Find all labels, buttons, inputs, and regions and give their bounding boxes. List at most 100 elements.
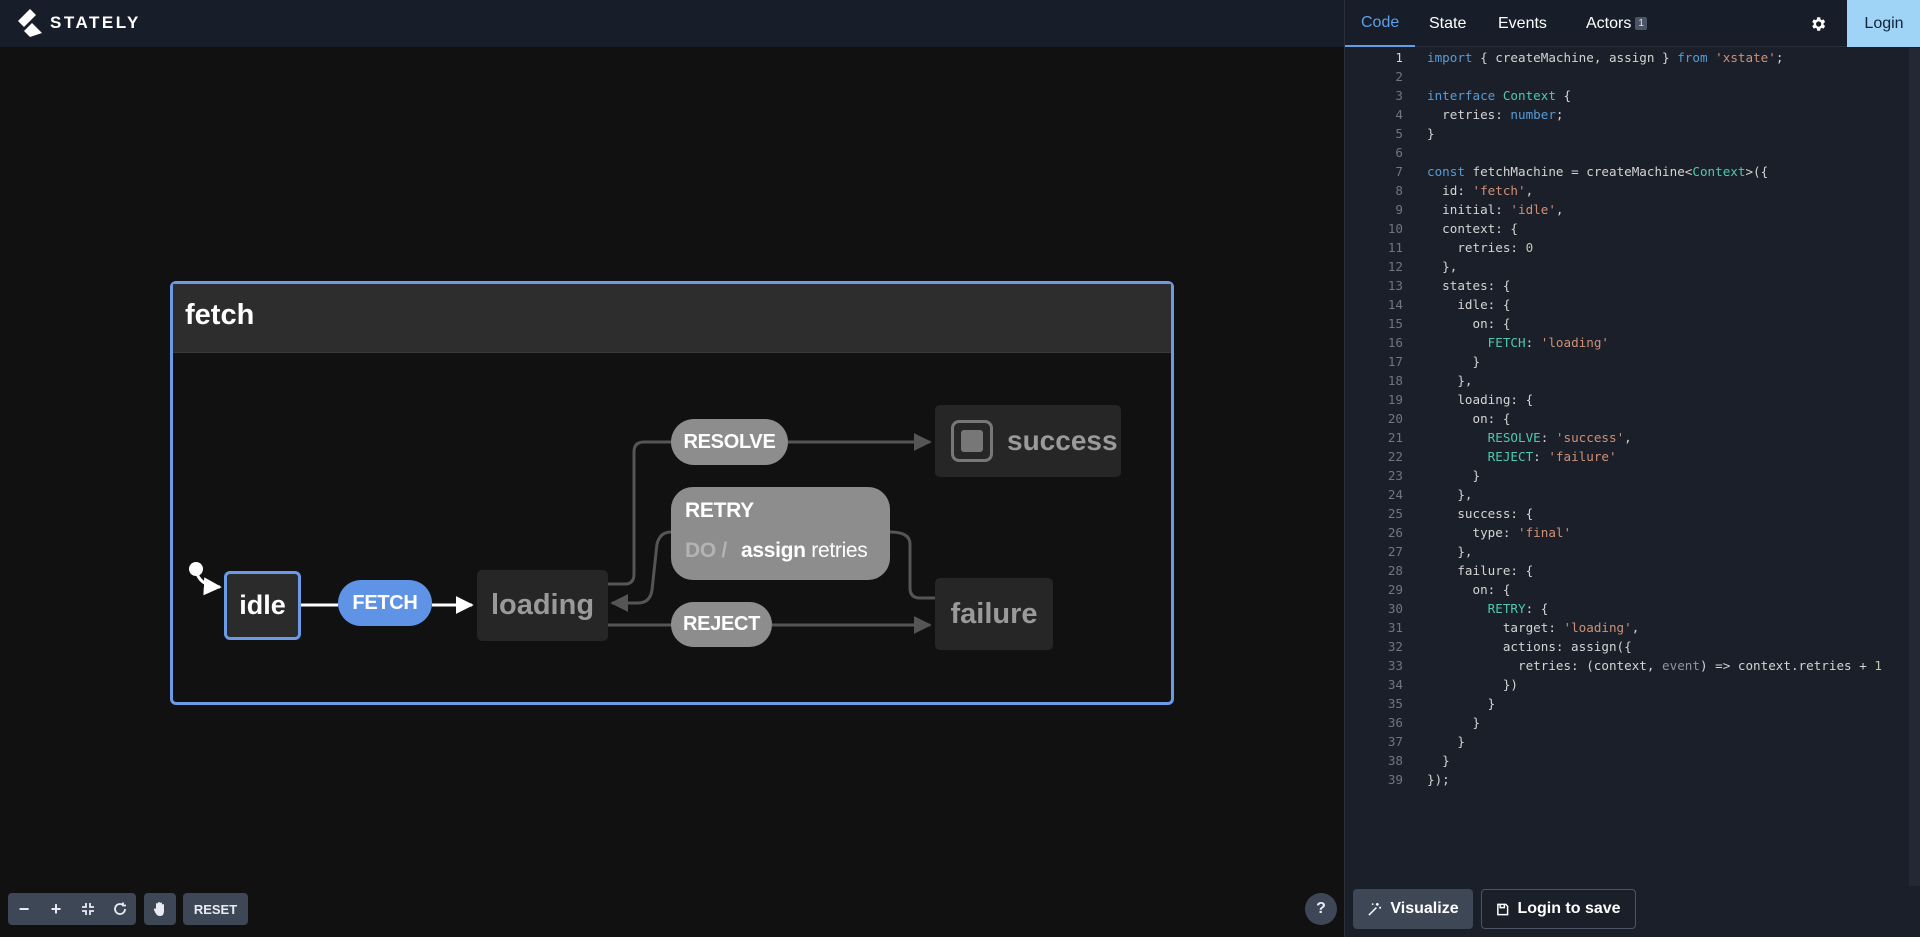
tab-events[interactable]: Events <box>1498 14 1547 32</box>
line-number: 14 <box>1387 297 1403 312</box>
code-line[interactable]: 16 FETCH: 'loading' <box>1345 333 1920 352</box>
code-line[interactable]: 28 failure: { <box>1345 561 1920 580</box>
code-text: type: 'final' <box>1427 525 1572 540</box>
line-number: 27 <box>1387 544 1403 559</box>
code-line[interactable]: 12 }, <box>1345 257 1920 276</box>
fit-view-icon <box>82 903 94 915</box>
tab-code[interactable]: Code <box>1345 0 1416 47</box>
code-line[interactable]: 9 initial: 'idle', <box>1345 200 1920 219</box>
code-line[interactable]: 25 success: { <box>1345 504 1920 523</box>
reset-zoom-button[interactable] <box>104 893 136 925</box>
code-line[interactable]: 35 } <box>1345 694 1920 713</box>
code-line[interactable]: 14 idle: { <box>1345 295 1920 314</box>
code-line[interactable]: 23 } <box>1345 466 1920 485</box>
code-line[interactable]: 27 }, <box>1345 542 1920 561</box>
line-number: 26 <box>1387 525 1403 540</box>
code-line[interactable]: 31 target: 'loading', <box>1345 618 1920 637</box>
code-text: REJECT: 'failure' <box>1487 449 1617 464</box>
retry-action-text: DO / assign retries <box>685 539 868 563</box>
state-node-success[interactable]: success <box>935 405 1121 477</box>
code-line[interactable]: 5} <box>1345 124 1920 143</box>
login-to-save-button[interactable]: Login to save <box>1481 889 1636 929</box>
code-line[interactable]: 29 on: { <box>1345 580 1920 599</box>
state-label-failure: failure <box>950 597 1038 630</box>
visualize-button[interactable]: Visualize <box>1353 889 1473 929</box>
code-line[interactable]: 33 retries: (context, event) => context.… <box>1345 656 1920 675</box>
retry-do-label: DO / <box>685 539 727 562</box>
line-number: 10 <box>1387 221 1403 236</box>
code-line[interactable]: 8 id: 'fetch', <box>1345 181 1920 200</box>
event-resolve-button[interactable]: RESOLVE <box>671 419 788 465</box>
tab-actors[interactable]: Actors 1 <box>1570 0 1663 47</box>
line-number: 33 <box>1387 658 1403 673</box>
editor-scrollbar[interactable] <box>1909 48 1920 886</box>
retry-assign-label: assign <box>740 539 806 562</box>
code-line[interactable]: 21 RESOLVE: 'success', <box>1345 428 1920 447</box>
code-line[interactable]: 37 } <box>1345 732 1920 751</box>
line-number: 29 <box>1387 582 1403 597</box>
code-line[interactable]: 4 retries: number; <box>1345 105 1920 124</box>
code-line[interactable]: 34 }) <box>1345 675 1920 694</box>
retry-context-label: retries <box>811 539 868 562</box>
code-text: interface Context { <box>1427 88 1572 103</box>
code-line[interactable]: 26 type: 'final' <box>1345 523 1920 542</box>
code-line[interactable]: 15 on: { <box>1345 314 1920 333</box>
code-line[interactable]: 13 states: { <box>1345 276 1920 295</box>
state-node-idle[interactable]: idle <box>224 571 301 640</box>
code-text: context: { <box>1427 221 1518 236</box>
code-line[interactable]: 17 } <box>1345 352 1920 371</box>
code-line[interactable]: 36 } <box>1345 713 1920 732</box>
code-line[interactable]: 39}); <box>1345 770 1920 789</box>
code-line[interactable]: 38 } <box>1345 751 1920 770</box>
state-node-failure[interactable]: failure <box>935 578 1053 650</box>
zoom-in-button[interactable]: + <box>40 893 72 925</box>
code-line[interactable]: 22 REJECT: 'failure' <box>1345 447 1920 466</box>
code-line[interactable]: 32 actions: assign({ <box>1345 637 1920 656</box>
code-line[interactable]: 30 RETRY: { <box>1345 599 1920 618</box>
state-node-loading[interactable]: loading <box>477 570 608 641</box>
tab-state[interactable]: State <box>1429 14 1467 32</box>
line-number: 20 <box>1387 411 1403 426</box>
line-number: 7 <box>1395 164 1403 179</box>
event-fetch-button[interactable]: FETCH <box>338 580 432 626</box>
settings-button[interactable] <box>1805 11 1831 37</box>
fit-view-button[interactable] <box>72 893 104 925</box>
code-text: }, <box>1427 373 1473 388</box>
code-text: } <box>1427 468 1481 483</box>
machine-title: fetch <box>185 299 255 331</box>
stately-logo[interactable]: STATELY <box>18 9 141 37</box>
minus-icon: − <box>18 898 30 919</box>
code-text: actions: assign({ <box>1427 639 1632 654</box>
code-text: id: 'fetch', <box>1427 183 1534 198</box>
line-number: 12 <box>1387 259 1403 274</box>
help-icon: ? <box>1316 900 1326 917</box>
code-line[interactable]: 10 context: { <box>1345 219 1920 238</box>
code-line[interactable]: 19 loading: { <box>1345 390 1920 409</box>
code-line[interactable]: 6 <box>1345 143 1920 162</box>
event-reject-button[interactable]: REJECT <box>671 602 772 647</box>
code-text: on: { <box>1427 316 1511 331</box>
reset-button[interactable]: RESET <box>183 893 248 925</box>
machine-header: fetch <box>173 284 1171 353</box>
help-button[interactable]: ? <box>1305 893 1337 925</box>
hand-pan-icon <box>153 902 164 916</box>
code-line[interactable]: 2 <box>1345 67 1920 86</box>
login-button[interactable]: Login <box>1847 0 1920 47</box>
code-line[interactable]: 20 on: { <box>1345 409 1920 428</box>
gear-icon <box>1812 17 1826 31</box>
event-retry-button[interactable]: RETRY DO /assign retries <box>671 487 890 580</box>
zoom-out-button[interactable]: − <box>8 893 40 925</box>
line-number: 13 <box>1387 278 1403 293</box>
code-line[interactable]: 18 }, <box>1345 371 1920 390</box>
code-line[interactable]: 11 retries: 0 <box>1345 238 1920 257</box>
code-text: }) <box>1427 677 1518 692</box>
visualize-label: Visualize <box>1390 900 1459 917</box>
code-text: }, <box>1427 259 1458 274</box>
code-text: retries: (context, event) => context.ret… <box>1427 658 1882 673</box>
code-line[interactable]: 24 }, <box>1345 485 1920 504</box>
pan-mode-button[interactable] <box>144 893 176 925</box>
